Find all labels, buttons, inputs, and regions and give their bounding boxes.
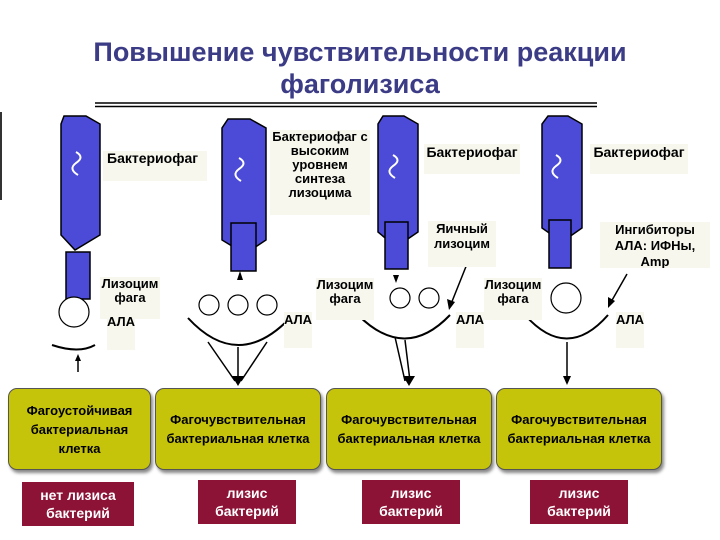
result-3: лизис бактерий: [379, 485, 443, 519]
ala-label-2: АЛА: [284, 312, 312, 348]
arrows-3: [394, 336, 411, 382]
dna-coil-icon: [234, 157, 245, 182]
ala-inhibitors-label: Ингибиторы АЛА: ИФНы, Amp: [600, 222, 710, 268]
lysozyme-granule: [58, 296, 90, 328]
ala-label-3: АЛА: [456, 312, 484, 348]
phage-1: [58, 115, 101, 328]
egg-lysozyme-label: Яичный лизоцим: [428, 221, 496, 267]
phage-tail: [384, 221, 409, 270]
lysozyme-label-1: Лизоцим фага: [100, 277, 160, 319]
phage-tail: [65, 251, 91, 300]
cell-label-3: Фагочувствительная бактериальная клетка: [337, 412, 481, 446]
phage-tail: [548, 219, 572, 269]
cell-label-1: Фагоустойчивая бактериальная клетка: [26, 402, 133, 456]
page-title: Повышение чувствительности реакции фагол…: [93, 37, 627, 99]
bacterial-wall-2: [187, 317, 291, 346]
phage-label-3: Бактериофаг: [424, 144, 520, 174]
ala-label-1: АЛА: [107, 314, 135, 350]
bacterial-wall-4: [524, 314, 609, 340]
lysozyme-granule: [389, 287, 411, 309]
lysozyme-label-4: Лизоцим фага: [484, 278, 542, 320]
arrows-2: [207, 341, 268, 382]
cell-box-1: Фагоустойчивая бактериальная клетка: [8, 388, 151, 470]
result-1: нет лизиса бактерий: [40, 487, 116, 521]
cell-label-2: Фагочувствительная бактериальная клетка: [166, 412, 310, 446]
phage-label-2: Бактериофаг с высоким уровнем синтеза ли…: [270, 130, 370, 215]
lysozyme-granule: [418, 287, 440, 309]
cell-box-3: Фагочувствительная бактериальная клетка: [326, 388, 492, 470]
dna-coil-icon: [71, 151, 82, 176]
result-box-1: нет лизиса бактерий: [22, 482, 134, 526]
cell-box-2: Фагочувствительная бактериальная клетка: [155, 388, 321, 470]
phage-label-4: Бактериофаг: [590, 144, 688, 174]
result-2: лизис бактерий: [215, 485, 279, 519]
lysozyme-label-3: Лизоцим фага: [316, 278, 374, 320]
phage-3: [377, 115, 419, 270]
lysozyme-granule: [256, 294, 278, 316]
lysozyme-granule: [198, 294, 220, 316]
dna-coil-icon: [388, 154, 399, 179]
result-box-3: лизис бактерий: [362, 480, 460, 524]
phage-4: [541, 115, 583, 269]
cell-box-4: Фагочувствительная бактериальная клетка: [496, 388, 662, 470]
result-box-4: лизис бактерий: [530, 480, 628, 524]
phage-tail: [230, 222, 257, 272]
lysozyme-granule: [227, 294, 249, 316]
ala-label-4: АЛА: [616, 312, 644, 348]
bacterial-wall-1: [51, 344, 96, 351]
edge-bar: [0, 112, 2, 200]
dna-coil-icon: [551, 154, 562, 179]
result-4: лизис бактерий: [547, 485, 611, 519]
bacterial-wall-3: [357, 314, 451, 340]
lysozyme-granule: [550, 282, 582, 314]
phage-2: [221, 118, 267, 272]
cell-label-4: Фагочувствительная бактериальная клетка: [507, 412, 651, 446]
result-box-2: лизис бактерий: [198, 480, 296, 524]
phage-label-1: Бактериофаг: [103, 151, 207, 181]
